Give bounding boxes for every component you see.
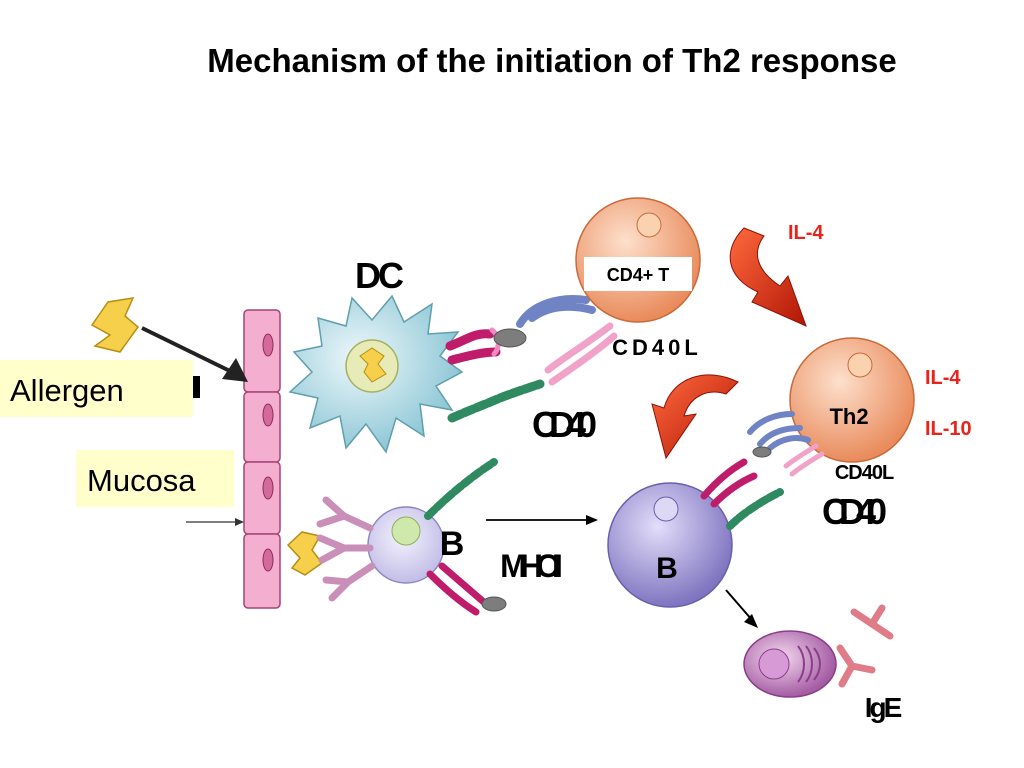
- plasma-cell: [743, 630, 837, 698]
- b-cell-receptors: [316, 496, 376, 602]
- dc-label: DC: [355, 255, 404, 296]
- il4-top-label: IL-4: [788, 222, 824, 244]
- il10-label: IL-10: [925, 418, 972, 440]
- th2-receptor-complex: [747, 411, 825, 477]
- cd40l-top-label: CD40L: [612, 335, 702, 360]
- allergen-entry-arrow: [141, 326, 237, 376]
- ige-antibodies: [836, 604, 894, 688]
- mucosa-pointer-arrowhead: [235, 518, 244, 526]
- cd4-t-label: CD4+ T: [607, 265, 670, 285]
- cytokine-curved-arrow-middle: [651, 374, 739, 460]
- cropped-mark: [193, 376, 200, 398]
- il4-right-label: IL-4: [925, 367, 961, 389]
- plasma-differentiation-arrow: [725, 589, 753, 621]
- mucosa-epithelium: [243, 309, 281, 609]
- b-small-label: B: [440, 525, 465, 563]
- ige-label: IgE: [865, 692, 902, 723]
- b-large-label: B: [656, 552, 678, 585]
- mucosa-label-box: Mucosa: [76, 450, 234, 507]
- mhcii-label: MHCII: [500, 548, 561, 584]
- b-cell-small: [367, 506, 445, 584]
- b-activation-arrowhead: [586, 515, 598, 525]
- il4-curved-arrow-top: [729, 227, 807, 327]
- b-large-receptors: [700, 458, 784, 530]
- cd40-left-label: CD40: [532, 404, 596, 445]
- allergen-particle-top: [90, 297, 140, 353]
- th2-label: Th2: [829, 404, 868, 429]
- cd4-t-cell: [575, 197, 701, 323]
- cd40l-right-label: CD40L: [835, 462, 894, 484]
- cd40-right-label: CD40: [822, 491, 886, 532]
- page-title: Mechanism of the initiation of Th2 respo…: [207, 42, 896, 79]
- mucosa-label: Mucosa: [87, 463, 196, 498]
- b-small-cd40: [424, 458, 498, 520]
- dc-cd40-receptor: [447, 379, 545, 423]
- b-cell-activated: [607, 482, 733, 608]
- th2-cell: [789, 337, 915, 463]
- dc-mhc-tcr-complex: [445, 295, 618, 386]
- plasma-differentiation-arrowhead: [744, 614, 758, 628]
- b-small-mhc: [426, 562, 507, 616]
- allergen-label: Allergen: [10, 373, 124, 408]
- dendritic-cell: [288, 294, 464, 454]
- allergen-entry-arrowhead: [222, 358, 248, 382]
- allergen-label-box: Allergen: [0, 360, 193, 417]
